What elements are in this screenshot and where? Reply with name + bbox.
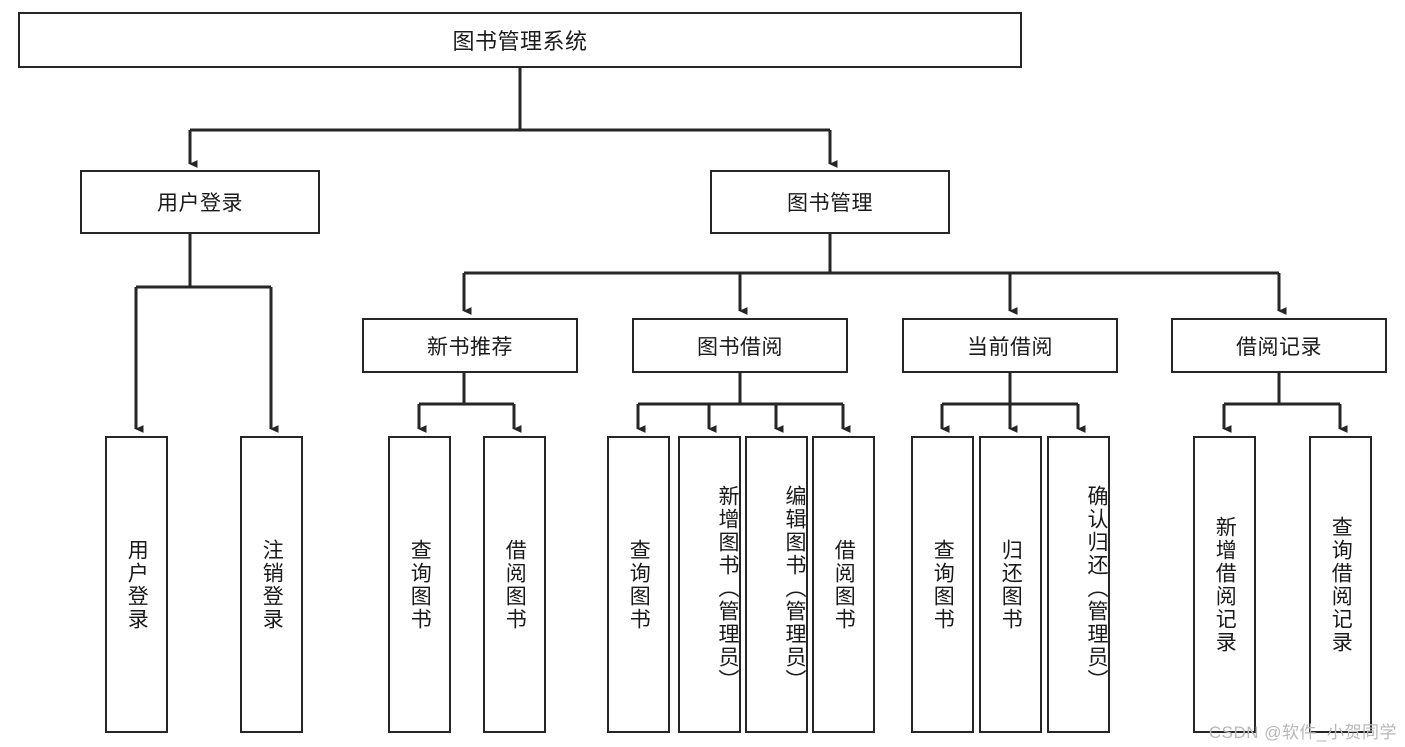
leaf-logout-login-label: 注销登录 (260, 538, 284, 631)
leaf-edit-book-admin[interactable]: 编辑图书（管理员） (745, 436, 808, 733)
leaf-confirm-return-admin-label: 确认归还（管理员） (1085, 485, 1108, 692)
leaf-borrow-book-borrow-label: 借阅图书 (832, 538, 856, 631)
leaf-query-book-new-rec[interactable]: 查询图书 (388, 436, 451, 733)
leaf-add-book-admin-label: 新增图书（管理员） (716, 485, 739, 692)
leaf-query-book-current[interactable]: 查询图书 (911, 436, 974, 733)
csdn-watermark: CSDN @软件_小贺同学 (1208, 723, 1397, 742)
leaf-query-book-borrow-label: 查询图书 (627, 538, 651, 631)
leaf-query-book-borrow[interactable]: 查询图书 (607, 436, 670, 733)
node-current-borrow-label: 当前借阅 (967, 335, 1053, 359)
node-root-label: 图书管理系统 (452, 29, 588, 54)
leaf-borrow-book-new-rec-label: 借阅图书 (503, 538, 527, 631)
leaf-query-borrow-record[interactable]: 查询借阅记录 (1309, 436, 1372, 733)
node-new-book-recommend[interactable]: 新书推荐 (362, 318, 578, 373)
node-book-manage[interactable]: 图书管理 (710, 170, 950, 234)
leaf-add-borrow-record-label: 新增借阅记录 (1213, 515, 1237, 654)
node-book-borrow[interactable]: 图书借阅 (632, 318, 848, 373)
node-user-login[interactable]: 用户登录 (80, 170, 320, 234)
node-book-borrow-label: 图书借阅 (697, 335, 783, 359)
leaf-query-borrow-record-label: 查询借阅记录 (1329, 515, 1353, 654)
leaf-user-login-label: 用户登录 (125, 538, 149, 631)
leaf-borrow-book-new-rec[interactable]: 借阅图书 (483, 436, 546, 733)
leaf-return-book-label: 归还图书 (999, 538, 1023, 631)
leaf-borrow-book-borrow[interactable]: 借阅图书 (812, 436, 875, 733)
node-new-book-recommend-label: 新书推荐 (427, 335, 513, 359)
leaf-logout-login[interactable]: 注销登录 (240, 436, 303, 733)
leaf-return-book[interactable]: 归还图书 (979, 436, 1042, 733)
leaf-edit-book-admin-label: 编辑图书（管理员） (783, 485, 806, 692)
leaf-query-book-new-rec-label: 查询图书 (408, 538, 432, 631)
node-borrow-record-label: 借阅记录 (1236, 335, 1322, 359)
leaf-query-book-current-label: 查询图书 (931, 538, 955, 631)
node-user-login-label: 用户登录 (157, 192, 243, 215)
node-borrow-record[interactable]: 借阅记录 (1171, 318, 1387, 373)
node-current-borrow[interactable]: 当前借阅 (902, 318, 1118, 373)
node-book-manage-label: 图书管理 (787, 192, 873, 215)
leaf-confirm-return-admin[interactable]: 确认归还（管理员） (1047, 436, 1110, 733)
leaf-add-book-admin[interactable]: 新增图书（管理员） (678, 436, 741, 733)
leaf-add-borrow-record[interactable]: 新增借阅记录 (1193, 436, 1256, 733)
leaf-user-login[interactable]: 用户登录 (105, 436, 168, 733)
node-root-system[interactable]: 图书管理系统 (18, 12, 1022, 68)
